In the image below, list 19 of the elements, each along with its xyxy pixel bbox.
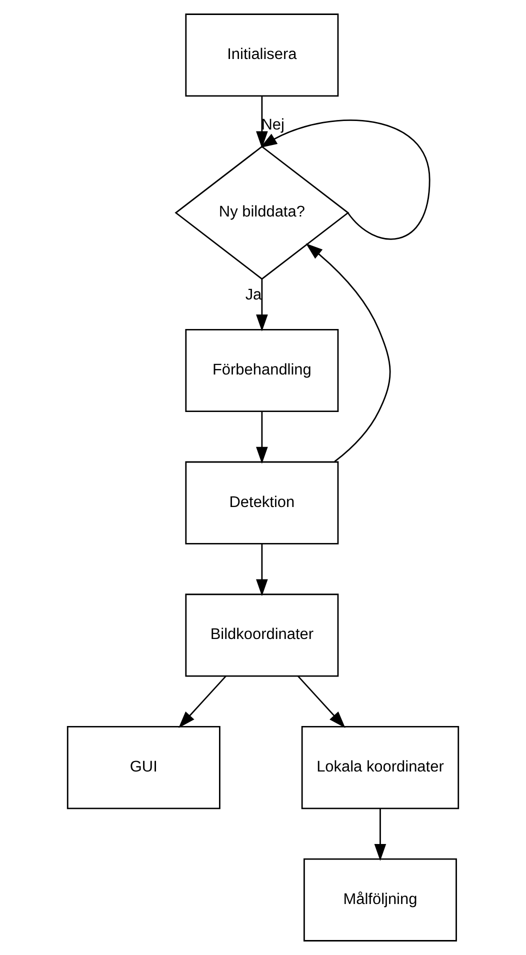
node-box: Lokala koordinater	[301, 726, 460, 810]
edge-label: Nej	[261, 116, 284, 134]
node-box: GUI	[66, 726, 220, 810]
node-box: Målföljning	[303, 858, 457, 942]
arrow	[256, 278, 268, 332]
arrow	[256, 96, 268, 148]
node-box: Detektion	[185, 461, 339, 544]
arrow	[260, 120, 430, 240]
arrow	[256, 544, 268, 596]
arrow	[256, 411, 268, 464]
node-box: Bildkoordinater	[185, 594, 339, 677]
arrow	[306, 243, 391, 462]
node-diamond: Ny bilddata?	[174, 146, 350, 280]
arrow	[298, 676, 346, 728]
arrow	[178, 676, 226, 728]
edge-label: Ja	[245, 286, 262, 304]
node-box: Initialisera	[185, 14, 339, 97]
arrow	[374, 808, 386, 861]
node-box: Förbehandling	[185, 328, 339, 412]
